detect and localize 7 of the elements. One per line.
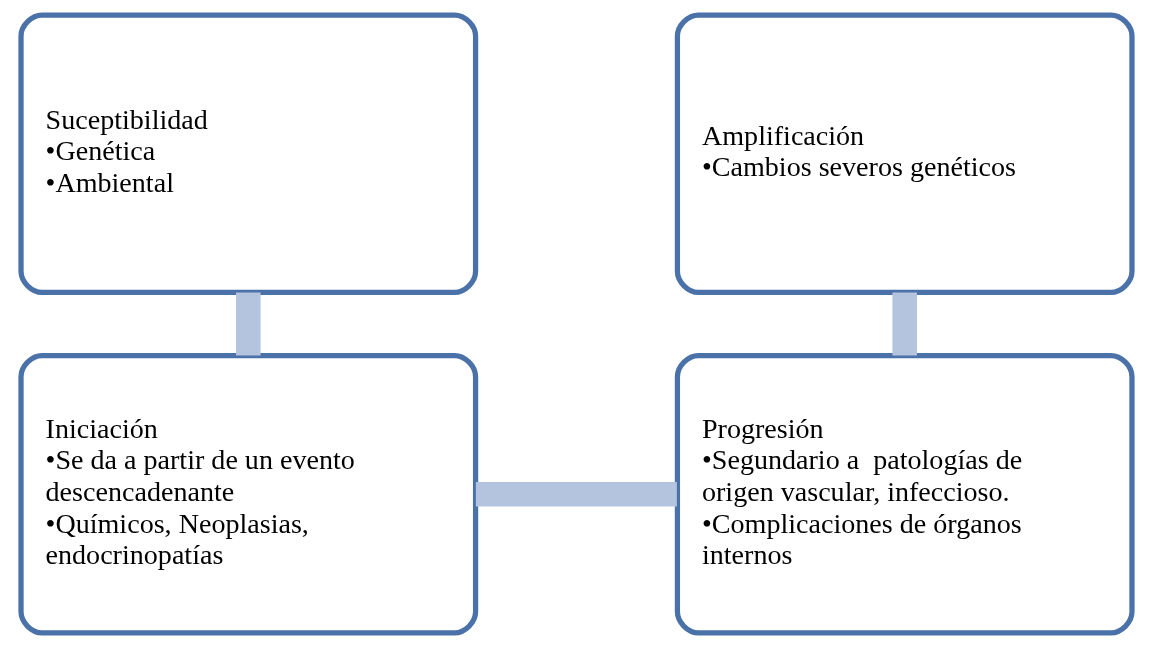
connector	[236, 292, 261, 356]
node-box: Amplificación •Cambios severos genéticos	[674, 12, 1135, 296]
connector	[475, 481, 677, 507]
node-box: Suceptibilidad •Genética •Ambiental	[18, 12, 479, 296]
node-box: Iniciación •Se da a partir de un evento descencadenante •Químicos, Neoplasias, endocrinopatías	[18, 352, 479, 636]
node-box: Progresión •Segundario a patologías de origen vascular, infeccioso. •Complicaciones de órganos internos	[674, 352, 1135, 636]
connector	[892, 292, 917, 356]
